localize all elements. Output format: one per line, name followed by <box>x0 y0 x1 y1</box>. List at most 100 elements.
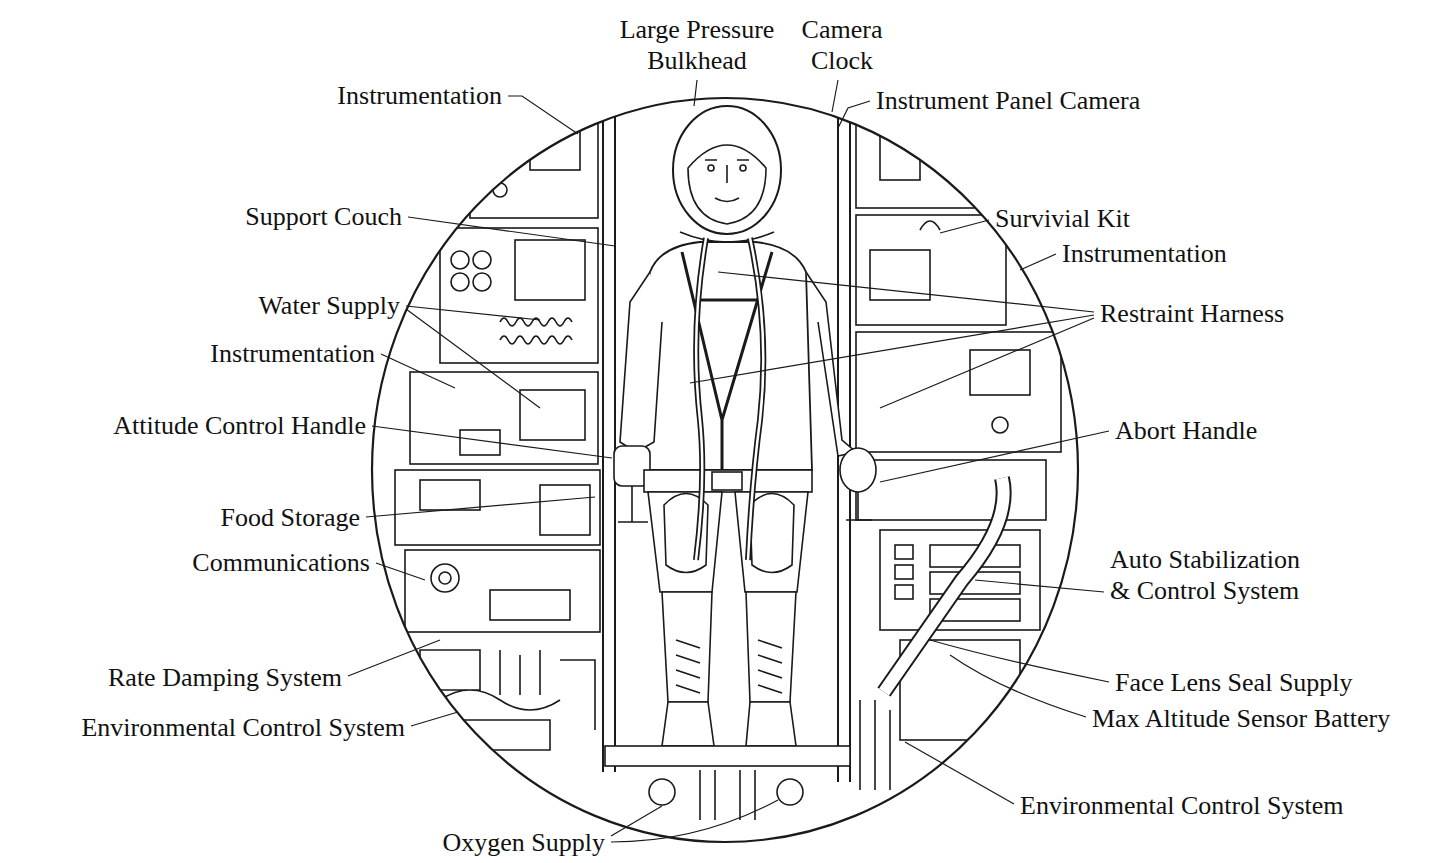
illustration-part <box>431 564 459 592</box>
illustration-part <box>838 101 870 128</box>
illustration-part <box>856 108 974 208</box>
illustration-part <box>662 592 712 702</box>
illustration-part <box>748 238 763 560</box>
illustration-part <box>366 497 595 517</box>
illustration-part <box>895 545 913 559</box>
illustration-part <box>470 118 598 218</box>
illustration-part <box>406 306 540 408</box>
capsule-interior <box>395 100 1061 820</box>
illustration-part <box>515 240 585 300</box>
part-label: Abort Handle <box>1115 415 1257 446</box>
illustration-part <box>348 640 440 676</box>
illustration-part <box>750 494 794 573</box>
illustration-part <box>884 478 1004 692</box>
illustration-part <box>603 100 850 782</box>
illustration-part <box>696 238 706 560</box>
illustration-part <box>992 417 1008 433</box>
illustration-part <box>395 470 600 545</box>
illustration-part <box>832 80 838 112</box>
part-label: Large Pressure Bulkhead <box>597 14 797 76</box>
part-label: Auto Stabilization & Control System <box>1110 544 1315 606</box>
illustration-part <box>860 700 890 790</box>
illustration-part <box>508 96 578 134</box>
illustration-part <box>748 238 763 560</box>
illustration-part <box>1020 254 1056 270</box>
illustration-part <box>381 354 455 388</box>
illustration-part <box>777 779 803 805</box>
part-label: Camera Clock <box>792 14 892 76</box>
illustration-part <box>694 80 697 106</box>
illustration-part <box>611 800 778 842</box>
illustration-part <box>708 165 714 171</box>
part-label: Instrument Panel Camera <box>876 85 1140 116</box>
illustration-part <box>975 580 1104 592</box>
illustration-part <box>605 746 850 766</box>
illustration-part <box>540 485 590 535</box>
illustration-part <box>493 143 507 157</box>
part-label: Water Supply <box>258 290 400 321</box>
illustration-part <box>420 480 480 510</box>
illustration-part <box>930 640 1109 682</box>
illustration-part <box>662 702 796 746</box>
illustration-part <box>950 655 1086 717</box>
illustration-part <box>376 563 425 580</box>
part-label: Food Storage <box>221 502 360 533</box>
illustration-part <box>856 460 1046 520</box>
illustration-part <box>870 250 930 300</box>
part-label: Environmental Control System <box>1020 790 1344 821</box>
capsule-outline <box>372 98 1078 842</box>
illustration-part <box>690 272 1094 408</box>
part-label: Communications <box>192 547 370 578</box>
illustration-part <box>530 130 580 170</box>
illustration-part <box>880 125 920 180</box>
illustration-part <box>680 232 774 242</box>
illustration-part <box>895 565 913 579</box>
illustration-part <box>905 742 1014 804</box>
illustration-part <box>408 217 615 246</box>
illustration-part <box>644 470 812 492</box>
illustration-part <box>856 215 1006 325</box>
illustration-part <box>895 585 913 599</box>
illustration-part <box>451 273 469 291</box>
illustration-part <box>884 478 1004 692</box>
illustration-part <box>806 272 856 456</box>
illustration-part <box>700 770 755 820</box>
illustration-part <box>688 145 766 224</box>
illustration-part <box>673 106 781 234</box>
illustration-part <box>440 228 598 363</box>
illustration-part <box>840 448 876 492</box>
illustration-part <box>644 242 812 470</box>
illustration-part <box>735 492 808 592</box>
part-label: Support Couch <box>245 201 402 232</box>
leader-lines <box>348 80 1109 842</box>
illustration-part <box>746 592 796 702</box>
part-label: Environmental Control System <box>81 712 405 743</box>
illustration-part <box>451 251 469 269</box>
illustration-part <box>696 238 706 560</box>
illustration-part <box>740 165 746 171</box>
illustration-part <box>439 572 451 584</box>
illustration-part <box>493 183 507 197</box>
illustration-part <box>473 251 491 269</box>
illustration-part <box>880 431 1109 482</box>
illustration-part <box>500 336 572 344</box>
illustration-part <box>648 492 722 592</box>
part-label: Instrumentation <box>210 338 375 369</box>
illustration-part <box>411 712 458 726</box>
part-label: Max Altitude Sensor Battery <box>1092 703 1390 734</box>
illustration-part <box>705 160 749 202</box>
illustration-part <box>920 221 940 230</box>
illustration-part <box>935 135 955 155</box>
illustration-part <box>970 350 1030 395</box>
illustration-part <box>490 590 570 620</box>
illustration-part <box>405 550 600 632</box>
part-label: Instrumentation <box>337 80 502 111</box>
illustration-part <box>676 640 782 693</box>
illustration-part <box>410 372 598 464</box>
illustration-part <box>620 272 662 452</box>
illustration-part <box>712 472 742 490</box>
part-label: Restraint Harness <box>1100 298 1284 329</box>
illustration-part <box>520 390 585 440</box>
